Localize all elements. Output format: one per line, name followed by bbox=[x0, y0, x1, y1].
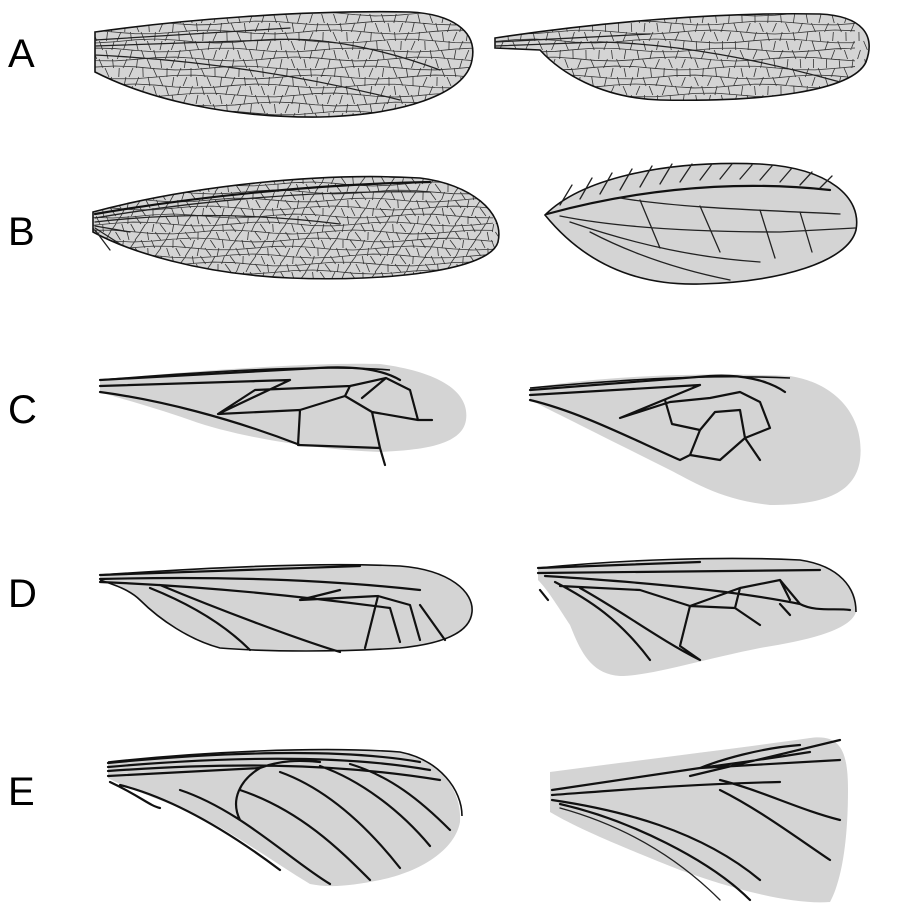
wing-b-forewing bbox=[90, 174, 501, 288]
wing-d-hindwing bbox=[538, 558, 857, 676]
wing-d-forewing bbox=[100, 565, 472, 652]
wing-a-hindwing bbox=[493, 12, 869, 104]
wing-c-forewing bbox=[100, 364, 466, 465]
wing-e-hindwing bbox=[550, 737, 848, 902]
wing-b-hindwing bbox=[545, 163, 857, 284]
wing-e-forewing bbox=[108, 750, 462, 886]
wing-c-hindwing bbox=[530, 375, 861, 506]
wing-a-forewing bbox=[93, 12, 481, 122]
